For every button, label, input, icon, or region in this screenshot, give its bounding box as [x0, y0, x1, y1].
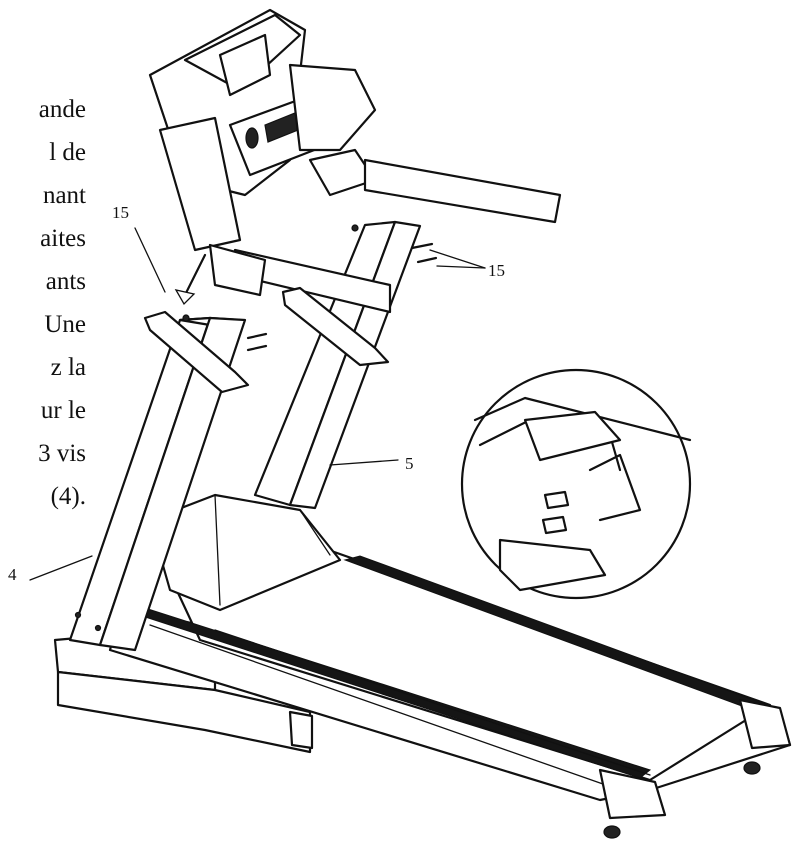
washer-left [182, 314, 190, 322]
down-arrow-icon [174, 289, 196, 306]
text-line-6: Une [44, 311, 86, 338]
text-line-2: l de [49, 139, 86, 166]
console-speaker-left [245, 127, 259, 149]
leader-15-right-a [429, 249, 486, 269]
bolt-right-1 [410, 242, 434, 250]
rear-wheel-left [603, 825, 621, 839]
callout-4: 4 [8, 565, 17, 584]
leader-lines [29, 227, 486, 581]
bolt-right-2 [416, 256, 438, 264]
rear-wheel-right [743, 761, 761, 775]
text-line-7: z la [50, 354, 86, 381]
upright-post-left-side [98, 316, 247, 652]
leader-15-left [134, 227, 166, 293]
base-front-foot [56, 670, 312, 754]
console-display-window [218, 33, 272, 97]
callout-5: 5 [405, 454, 414, 473]
instruction-text-fragment: ande l de nant aites ants Une z la ur le… [0, 88, 86, 518]
washer-right [351, 224, 359, 232]
text-line-9: 3 vis [38, 440, 86, 467]
text-line-3: nant [42, 182, 86, 209]
fasteners [182, 224, 438, 352]
detail-upper-part [523, 410, 622, 462]
leader-5 [329, 459, 399, 466]
base-foot-end [288, 710, 314, 750]
side-bracket-right [281, 286, 390, 367]
leader-15-right-b [436, 265, 486, 269]
assembly-arrow [174, 253, 207, 306]
side-brackets [143, 286, 390, 394]
text-line-10: (4). [50, 483, 86, 510]
detail-magnifier [460, 368, 692, 600]
cross-bar-bracket [208, 243, 267, 297]
text-line-4: aites [40, 225, 86, 252]
text-line-8: ur le [40, 397, 86, 424]
text-line-1: ande [38, 96, 86, 123]
detail-circle [460, 368, 692, 600]
bolt-left-1 [246, 332, 268, 340]
treadmill-base [53, 493, 792, 839]
leader-4 [29, 555, 93, 581]
callout-15-left: 15 [112, 203, 129, 222]
handlebar-right [288, 63, 377, 152]
console-assembly [148, 8, 562, 314]
rear-end-cap-left [598, 768, 667, 820]
handlebar-right-extension [363, 158, 562, 224]
bolt-left-2 [246, 344, 268, 352]
callout-15-right: 15 [488, 261, 505, 280]
side-bracket-left [143, 310, 250, 394]
rear-end-cap-right [738, 698, 792, 750]
handlebar-left [158, 116, 242, 252]
text-line-5: ants [45, 268, 86, 295]
detail-lower-part [498, 538, 607, 592]
